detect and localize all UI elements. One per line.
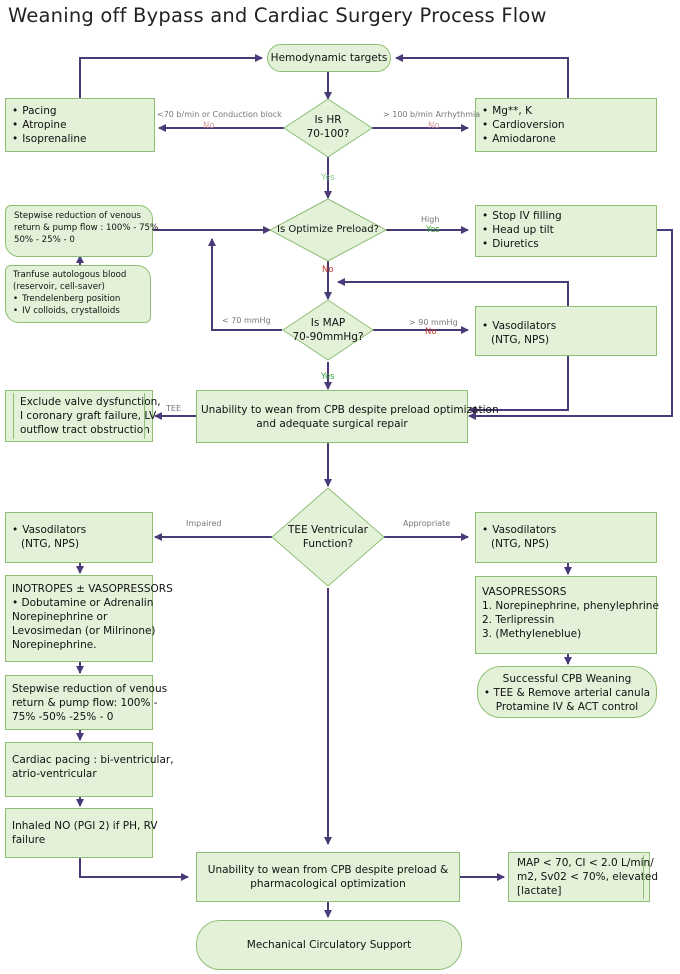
- pacing-atropine-box: Pacing Atropine Isoprenaline: [5, 98, 155, 152]
- inotropes-box: INOTROPES ± VASOPRESSORS • Dobutamine or…: [5, 575, 173, 662]
- map-no: No: [425, 327, 437, 337]
- exclude-valve-box: Exclude valve dysfunction, I coronary gr…: [5, 390, 161, 442]
- arrow-inhaled-unability2: [79, 858, 189, 881]
- hr-yes: Yes: [321, 173, 335, 183]
- hr-left-condition: <70 b/min or Conduction block: [157, 110, 282, 119]
- page-title: Weaning off Bypass and Cardiac Surgery P…: [8, 4, 547, 27]
- decision-tee: [271, 487, 385, 587]
- map-low-condition: < 70 mmHg: [222, 316, 271, 325]
- vasodilators-left-box: Vasodilators (NTG, NPS): [5, 512, 153, 563]
- map-high-condition: > 90 mmHg: [409, 318, 458, 327]
- is-hr-label: Is HR 70-100?: [306, 114, 350, 140]
- impaired-label: Impaired: [186, 519, 222, 528]
- tee-label: TEE: [166, 404, 181, 413]
- arrow-vaso-unability: [468, 356, 569, 414]
- map-yes: Yes: [321, 372, 335, 382]
- cardiac-pacing-box: Cardiac pacing : bi-ventricular, atrio-v…: [5, 742, 174, 797]
- transfuse-box: Tranfuse autologous blood (reservoir, ce…: [5, 265, 151, 323]
- vasopressors-box: VASOPRESSORS 1. Norepinephrine, phenylep…: [475, 576, 659, 654]
- preload-high: High: [421, 215, 440, 224]
- appropriate-label: Appropriate: [403, 519, 451, 528]
- vasodilators-map-box: Vasodilators (NTG, NPS): [475, 306, 657, 356]
- tee-function-label: TEE Ventricular Function?: [288, 524, 368, 550]
- preload-no: No: [322, 265, 334, 275]
- decision-preload: [268, 198, 388, 262]
- successful-cpb-node: Successful CPB Weaning • TEE & Remove ar…: [477, 666, 657, 718]
- vasodilators-right-box: Vasodilators (NTG, NPS): [475, 512, 657, 563]
- is-preload-label: Is Optimize Preload?: [277, 224, 379, 235]
- stepwise-venous-box: Stepwise reduction of venous return & pu…: [5, 205, 158, 257]
- stop-iv-box: Stop IV filling Head up tilt Diuretics: [475, 205, 657, 257]
- hr-right-no: No: [428, 121, 440, 131]
- map-criteria-box: MAP < 70, CI < 2.0 L/min/ m2, Sv02 < 70%…: [508, 852, 658, 902]
- arrow-left-loop: [79, 54, 263, 98]
- stepwise-reduction-box-2: Stepwise reduction of venous return & pu…: [5, 675, 167, 730]
- hr-right-condition: > 100 b/min Arrhythmia: [383, 110, 481, 119]
- arrow-right-loop: [395, 54, 569, 98]
- inhaled-no-box: Inhaled NO (PGI 2) if PH, RV failure: [5, 808, 158, 858]
- arrow-map-low-loop: [208, 238, 282, 331]
- arrow-stopiv-loop: [468, 229, 673, 420]
- hemodynamic-targets-label: Hemodynamic targets: [270, 52, 388, 64]
- arrow-vaso-loop: [337, 278, 569, 306]
- decision-hr: [283, 98, 373, 158]
- mg-k-box: Mg**, K Cardioversion Amiodarone: [475, 98, 657, 152]
- preload-yes: Yes: [426, 225, 440, 235]
- is-map-label: Is MAP 70-90mmHg?: [292, 317, 364, 343]
- unability-wean-box-1: Unability to wean from CPB despite prelo…: [196, 390, 499, 443]
- unability-wean-box-2: Unability to wean from CPB despite prelo…: [196, 852, 460, 902]
- hr-left-no: No: [203, 121, 215, 131]
- hemodynamic-targets-node: Hemodynamic targets: [267, 44, 391, 72]
- mechanical-support-node: Mechanical Circulatory Support: [196, 920, 462, 970]
- decision-map: [282, 299, 374, 361]
